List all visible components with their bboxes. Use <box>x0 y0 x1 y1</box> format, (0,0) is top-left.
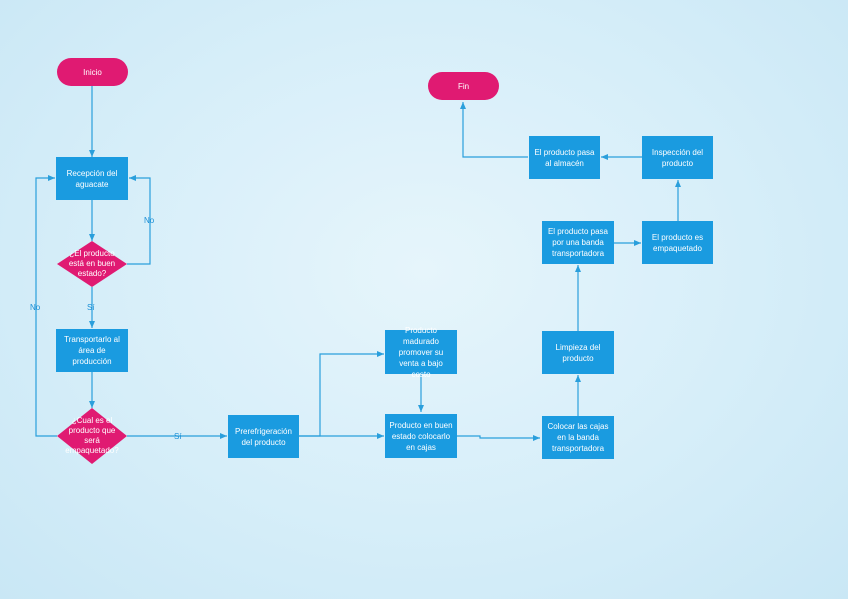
edge-prerefrig-madurado <box>299 351 384 437</box>
process-inspeccion: Inspección del producto <box>642 136 713 179</box>
edge-label-si-1: Sí <box>87 303 95 312</box>
decision-diamond-1 <box>57 241 127 287</box>
decision-buen-estado-text: ¿El producto está en buen estado? <box>68 249 116 278</box>
edge-decision2-no <box>35 175 57 437</box>
edge-almacen-fin <box>460 102 528 158</box>
process-almacen: El producto pasa al almacén <box>529 136 600 179</box>
process-banda: El producto pasa por una banda transport… <box>542 221 614 264</box>
edge-label-no-2: No <box>30 303 41 312</box>
start-terminal: Inicio <box>57 58 128 86</box>
edge-label-no-1: No <box>144 216 155 225</box>
process-recepcion: Recepción del aguacate <box>56 157 128 200</box>
process-producto-buen-estado: Producto en buen estado colocarlo en caj… <box>385 414 457 458</box>
process-prerefrigeracion: Prerefrigeración del producto <box>228 415 299 458</box>
decision-diamond-2 <box>57 408 127 464</box>
process-empaquetado: El producto es empaquetado <box>642 221 713 264</box>
edge-buenestado-colocar <box>457 435 540 441</box>
process-colocar-cajas: Colocar las cajas en la banda transporta… <box>542 416 614 459</box>
process-transporte-area: Transportarlo al área de producción <box>56 329 128 372</box>
edge-label-si-2: Sí <box>174 432 182 441</box>
decision-cual-producto-text: ¿Cual es el producto que será empaquetad… <box>65 416 119 455</box>
process-producto-madurado: Producto madurado promover su venta a ba… <box>385 326 457 379</box>
process-limpieza: Limpieza del producto <box>542 331 614 374</box>
end-terminal: Fin <box>428 72 499 100</box>
edge-decision1-no <box>127 175 151 265</box>
